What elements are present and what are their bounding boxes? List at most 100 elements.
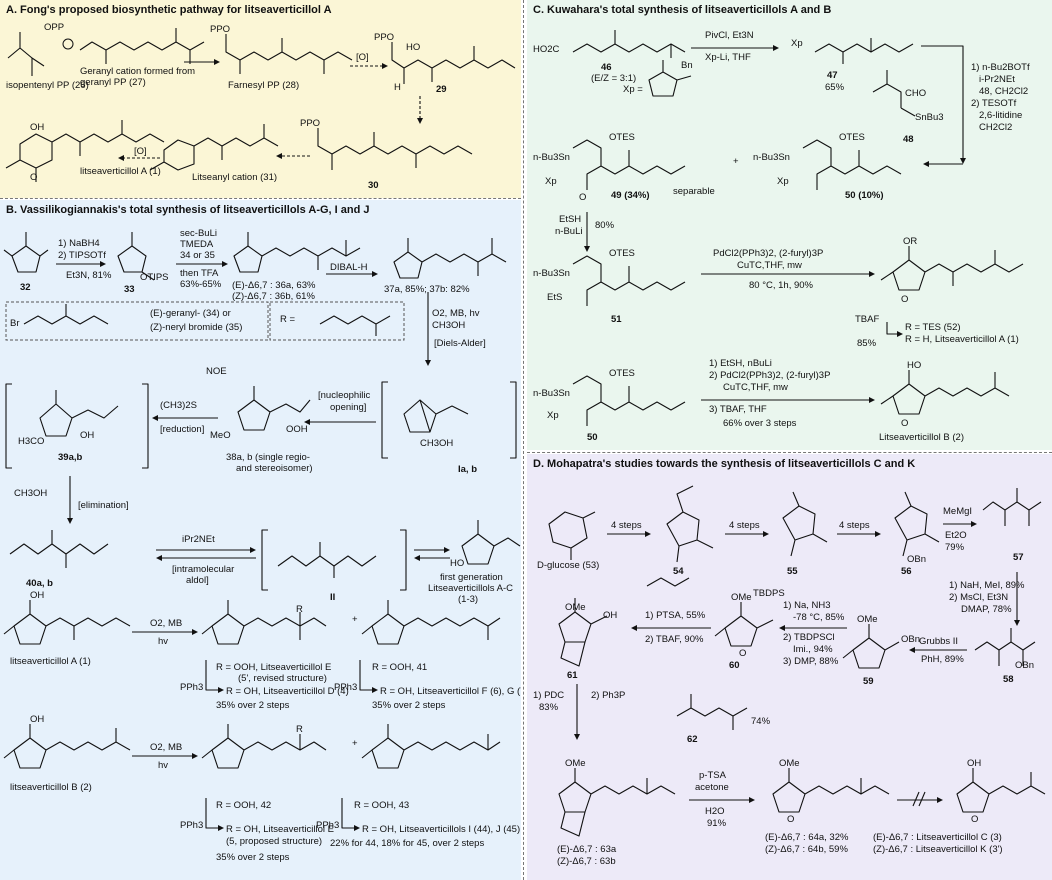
zK-label: (Z)-Δ6,7 : Litseaverticillol K (3') [873,844,1003,855]
first-gen-label: first generation [440,572,503,583]
oxidation-label-2: [O] [134,146,147,157]
plus-c-label: + [733,156,739,167]
intermediate-II-bracket [261,529,407,591]
pph3b-label: PPh3 [334,682,358,693]
ho-litb-label: HO [907,360,922,371]
compound-54-structure [666,485,714,563]
compound-48-structure [872,70,916,117]
ooh-label: OOH [286,424,308,435]
et2o-label: Et2O [945,530,967,541]
yield-63: 63%-65% [180,279,222,290]
compound-41-structure [361,600,501,645]
compound-49-structure [572,139,686,190]
nbuli-label: n-BuLi [555,226,583,237]
panel-a-title: A. Fong's proposed biosynthetic pathway … [6,4,332,16]
c38-label: 38a, b (single regio- [226,452,310,463]
compound-29-label: 29 [436,84,447,95]
o2mb2-label: O2, MB [150,742,183,753]
litseanyl-cation-label: Litseanyl cation (31) [192,172,278,183]
ch3oh-label: CH3OH [14,488,48,499]
tmeda: TMEDA [180,239,214,250]
compound-52-structure [880,246,1024,291]
na4: Imi., 94% [793,644,833,655]
st2: 2) PdCl2(PPh3)2, (2-furyl)3P [709,370,831,381]
intermediate-II-structure [277,542,377,578]
o-60-label: O [739,648,747,659]
s6: CH2Cl2 [979,122,1013,133]
xp-structure [648,60,692,97]
reduction-label: [reduction] [160,424,205,435]
geranyl-cation-structure [79,28,205,64]
compound-38-structure [237,386,311,431]
xp-label: Xp [791,38,803,49]
compound-33-label: 33 [124,284,135,295]
s4b-label: 4 steps [729,520,760,531]
o-52-label: O [901,294,909,305]
cII-label: II [330,592,336,603]
pph3-arrow-d [341,798,354,829]
elim-label: [elimination] [78,500,129,511]
ome-61-label: OMe [565,602,586,613]
r-eq-label: R = [280,314,296,325]
tbaf-arrow [886,322,897,335]
geranyl-label: Geranyl cation formed from geranyl PP (2… [80,66,196,88]
s4c-label: 4 steps [839,520,870,531]
r2: 2) TIPSOTf [58,250,106,261]
c61-label: 61 [567,670,578,681]
memgi-label: MeMgI [943,506,973,517]
ptsa-label: 1) PTSA, 55% [645,610,706,621]
meoh-label: CH3OH [432,320,466,331]
ipp-structure [7,32,45,76]
compound-61-structure [558,598,608,667]
h3co-label: H3CO [18,436,45,447]
compound-50-structure-b [572,375,686,426]
xp-50b-label: Xp [547,410,559,421]
bromide-chain [23,304,109,325]
lit-b-oh-b: OH [30,714,45,725]
litAC-label: Litseaverticillols A-C [428,583,513,594]
panel-b-vassilikogiannakis: B. Vassilikogiannakis's total synthesis … [0,200,521,880]
first-gen-ho-label: HO [450,558,465,569]
me2s-label: (CH3)2S [160,400,197,411]
zneryl-label: (Z)-neryl bromide (35) [150,322,243,333]
ez-label: (E/Z = 3:1) [591,73,637,84]
ho2c-label: HO2C [533,44,560,55]
lit-a-structure-b [3,600,131,645]
etsh-label: EtSH [559,214,582,225]
compound-30-label: 30 [368,180,379,191]
litseaverticillol-a-structure [5,120,165,182]
y35b-label: 35% over 2 steps [372,700,446,711]
mscl-label: 2) MsCl, Et3N [949,592,1009,603]
meo-label: MeO [210,430,231,441]
c39-label: 39a,b [58,452,83,463]
c5p-label: (5', revised structure) [238,673,327,684]
compound-55-structure [782,491,828,557]
st4: 3) TBAF, THF [709,404,767,415]
z36-label: (Z)-Δ6,7 : 36b, 61% [232,291,315,302]
o2mb-label: O2, MB [150,618,183,629]
z63-label: (Z)-Δ6,7 : 63b [557,856,616,867]
pivcl-label: PivCl, Et3N [705,30,754,41]
ome-64-label: OMe [779,758,800,769]
s1: 1) n-Bu2BOTf [971,62,1030,73]
lit-a-o-label: O [30,172,38,183]
intermediate-I-bracket [381,381,517,459]
grubbs-label: Grubbs II [919,636,959,647]
eC-label: (E)-Δ6,7 : Litseaverticillol C (3) [873,832,1002,843]
compound-36-structure [233,232,361,273]
pph3-arrow-a [205,660,218,691]
y35a-label: 35% over 2 steps [216,700,290,711]
panel-b-structures [3,232,521,831]
h2o-label: H2O [705,806,725,817]
divider-ab [0,198,521,199]
pph3-arrow-c [205,798,218,829]
xp-49-label: Xp [545,176,557,187]
vertical-divider [523,0,524,880]
acetone-label: acetone [695,782,729,793]
hv-label: hv [158,636,169,647]
compound-42-structure [201,724,327,769]
glucose-label: D-glucose (53) [537,560,600,571]
pd-label: PdCl2(PPh3)2, (2-furyl)3P [713,248,824,259]
c13-label: (1-3) [458,594,479,605]
ome-63-label: OMe [565,758,586,769]
